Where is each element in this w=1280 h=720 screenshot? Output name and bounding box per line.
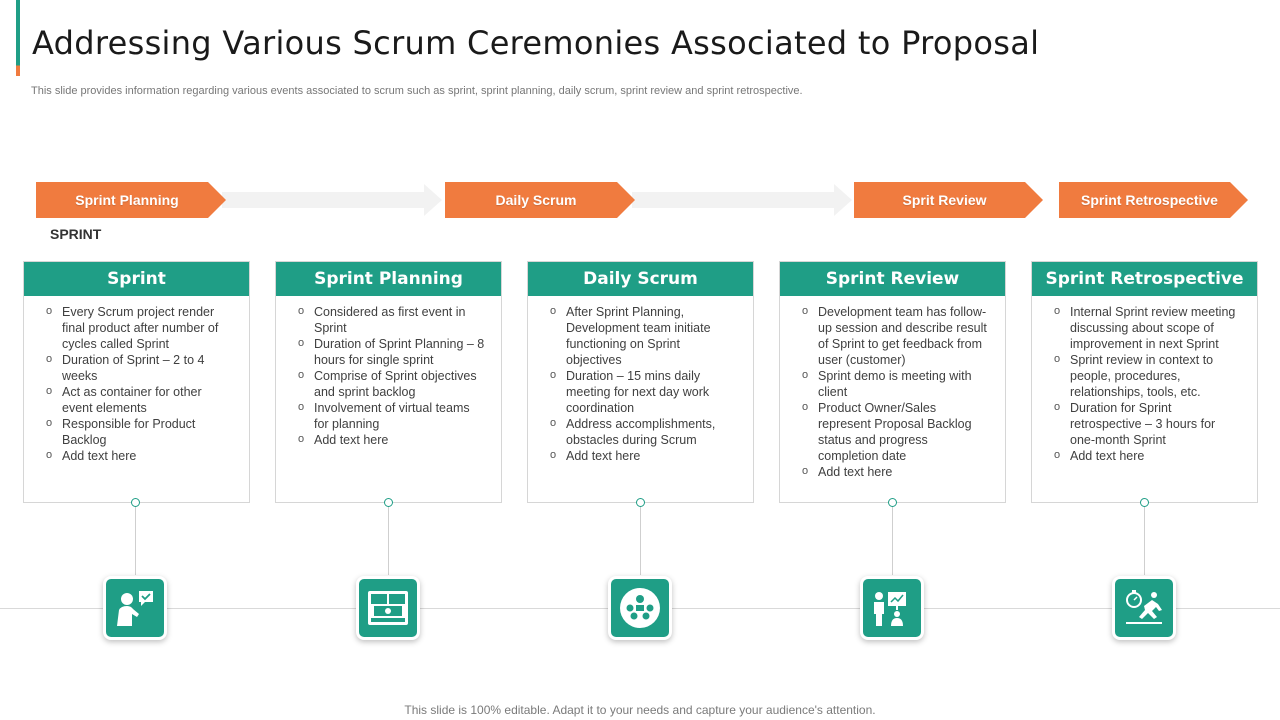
list-item: Considered as first event in Sprint — [298, 303, 487, 336]
list-item: Every Scrum project render final product… — [46, 303, 235, 352]
list-item: Sprint demo is meeting with client — [802, 367, 991, 400]
list-item: Comprise of Sprint objectives and sprint… — [298, 367, 487, 400]
presentation-icon — [860, 576, 924, 640]
list-item: Act as container for other event element… — [46, 383, 235, 416]
connector-dot — [888, 498, 897, 507]
card-sprint-retrospective: Sprint Retrospective Internal Sprint rev… — [1031, 261, 1258, 503]
page-title: Addressing Various Scrum Ceremonies Asso… — [32, 24, 1040, 62]
step-sprint-retrospective: Sprint Retrospective — [1059, 182, 1248, 218]
step-label: Sprit Review — [902, 192, 987, 208]
step-sprint-review: Sprit Review — [854, 182, 1043, 218]
step-sprint-planning: Sprint Planning — [36, 182, 226, 218]
step-label: Daily Scrum — [495, 192, 577, 208]
card-title: Sprint Retrospective — [1032, 262, 1257, 296]
planning-board-icon — [356, 576, 420, 640]
person-check-icon — [103, 576, 167, 640]
sprint-label: SPRINT — [50, 226, 102, 242]
card-sprint: Sprint Every Scrum project render final … — [23, 261, 250, 503]
card-list: Every Scrum project render final product… — [24, 296, 249, 464]
list-item: Add text here — [550, 447, 739, 464]
card-list: Development team has follow-up session a… — [780, 296, 1005, 480]
card-list: Considered as first event in Sprint Dura… — [276, 296, 501, 448]
card-title: Sprint Review — [780, 262, 1005, 296]
flow-connector-arrow — [222, 184, 442, 216]
card-list: After Sprint Planning, Development team … — [528, 296, 753, 464]
connector-stem — [892, 503, 893, 575]
list-item: Internal Sprint review meeting discussin… — [1054, 303, 1243, 352]
connector-dot — [384, 498, 393, 507]
list-item: Add text here — [46, 447, 235, 464]
connector-stem — [388, 503, 389, 575]
list-item: Duration for Sprint retrospective – 3 ho… — [1054, 399, 1243, 448]
list-item: Add text here — [1054, 447, 1243, 464]
page-subtitle: This slide provides information regardin… — [31, 85, 803, 97]
list-item: Duration of Sprint – 2 to 4 weeks — [46, 351, 235, 384]
connector-stem — [640, 503, 641, 575]
step-label: Sprint Planning — [75, 192, 179, 208]
footer-note: This slide is 100% editable. Adapt it to… — [404, 703, 876, 717]
connector-stem — [135, 503, 136, 575]
list-item: Development team has follow-up session a… — [802, 303, 991, 368]
connector-dot — [636, 498, 645, 507]
sprinter-stopwatch-icon — [1112, 576, 1176, 640]
card-list: Internal Sprint review meeting discussin… — [1032, 296, 1257, 464]
title-accent-bar — [16, 0, 20, 76]
list-item: Responsible for Product Backlog — [46, 415, 235, 448]
connector-dot — [1140, 498, 1149, 507]
card-title: Sprint — [24, 262, 249, 296]
list-item: After Sprint Planning, Development team … — [550, 303, 739, 368]
team-meeting-icon — [608, 576, 672, 640]
card-daily-scrum: Daily Scrum After Sprint Planning, Devel… — [527, 261, 754, 503]
step-daily-scrum: Daily Scrum — [445, 182, 635, 218]
list-item: Duration of Sprint Planning – 8 hours fo… — [298, 335, 487, 368]
card-title: Sprint Planning — [276, 262, 501, 296]
list-item: Sprint review in context to people, proc… — [1054, 351, 1243, 400]
card-sprint-planning: Sprint Planning Considered as first even… — [275, 261, 502, 503]
step-label: Sprint Retrospective — [1081, 192, 1218, 208]
card-title: Daily Scrum — [528, 262, 753, 296]
list-item: Add text here — [298, 431, 487, 448]
list-item: Add text here — [802, 463, 991, 480]
connector-stem — [1144, 503, 1145, 575]
list-item: Address accomplishments, obstacles durin… — [550, 415, 739, 448]
connector-dot — [131, 498, 140, 507]
flow-connector-arrow — [632, 184, 852, 216]
card-sprint-review: Sprint Review Development team has follo… — [779, 261, 1006, 503]
list-item: Product Owner/Sales represent Proposal B… — [802, 399, 991, 464]
list-item: Duration – 15 mins daily meeting for nex… — [550, 367, 739, 416]
list-item: Involvement of virtual teams for plannin… — [298, 399, 487, 432]
